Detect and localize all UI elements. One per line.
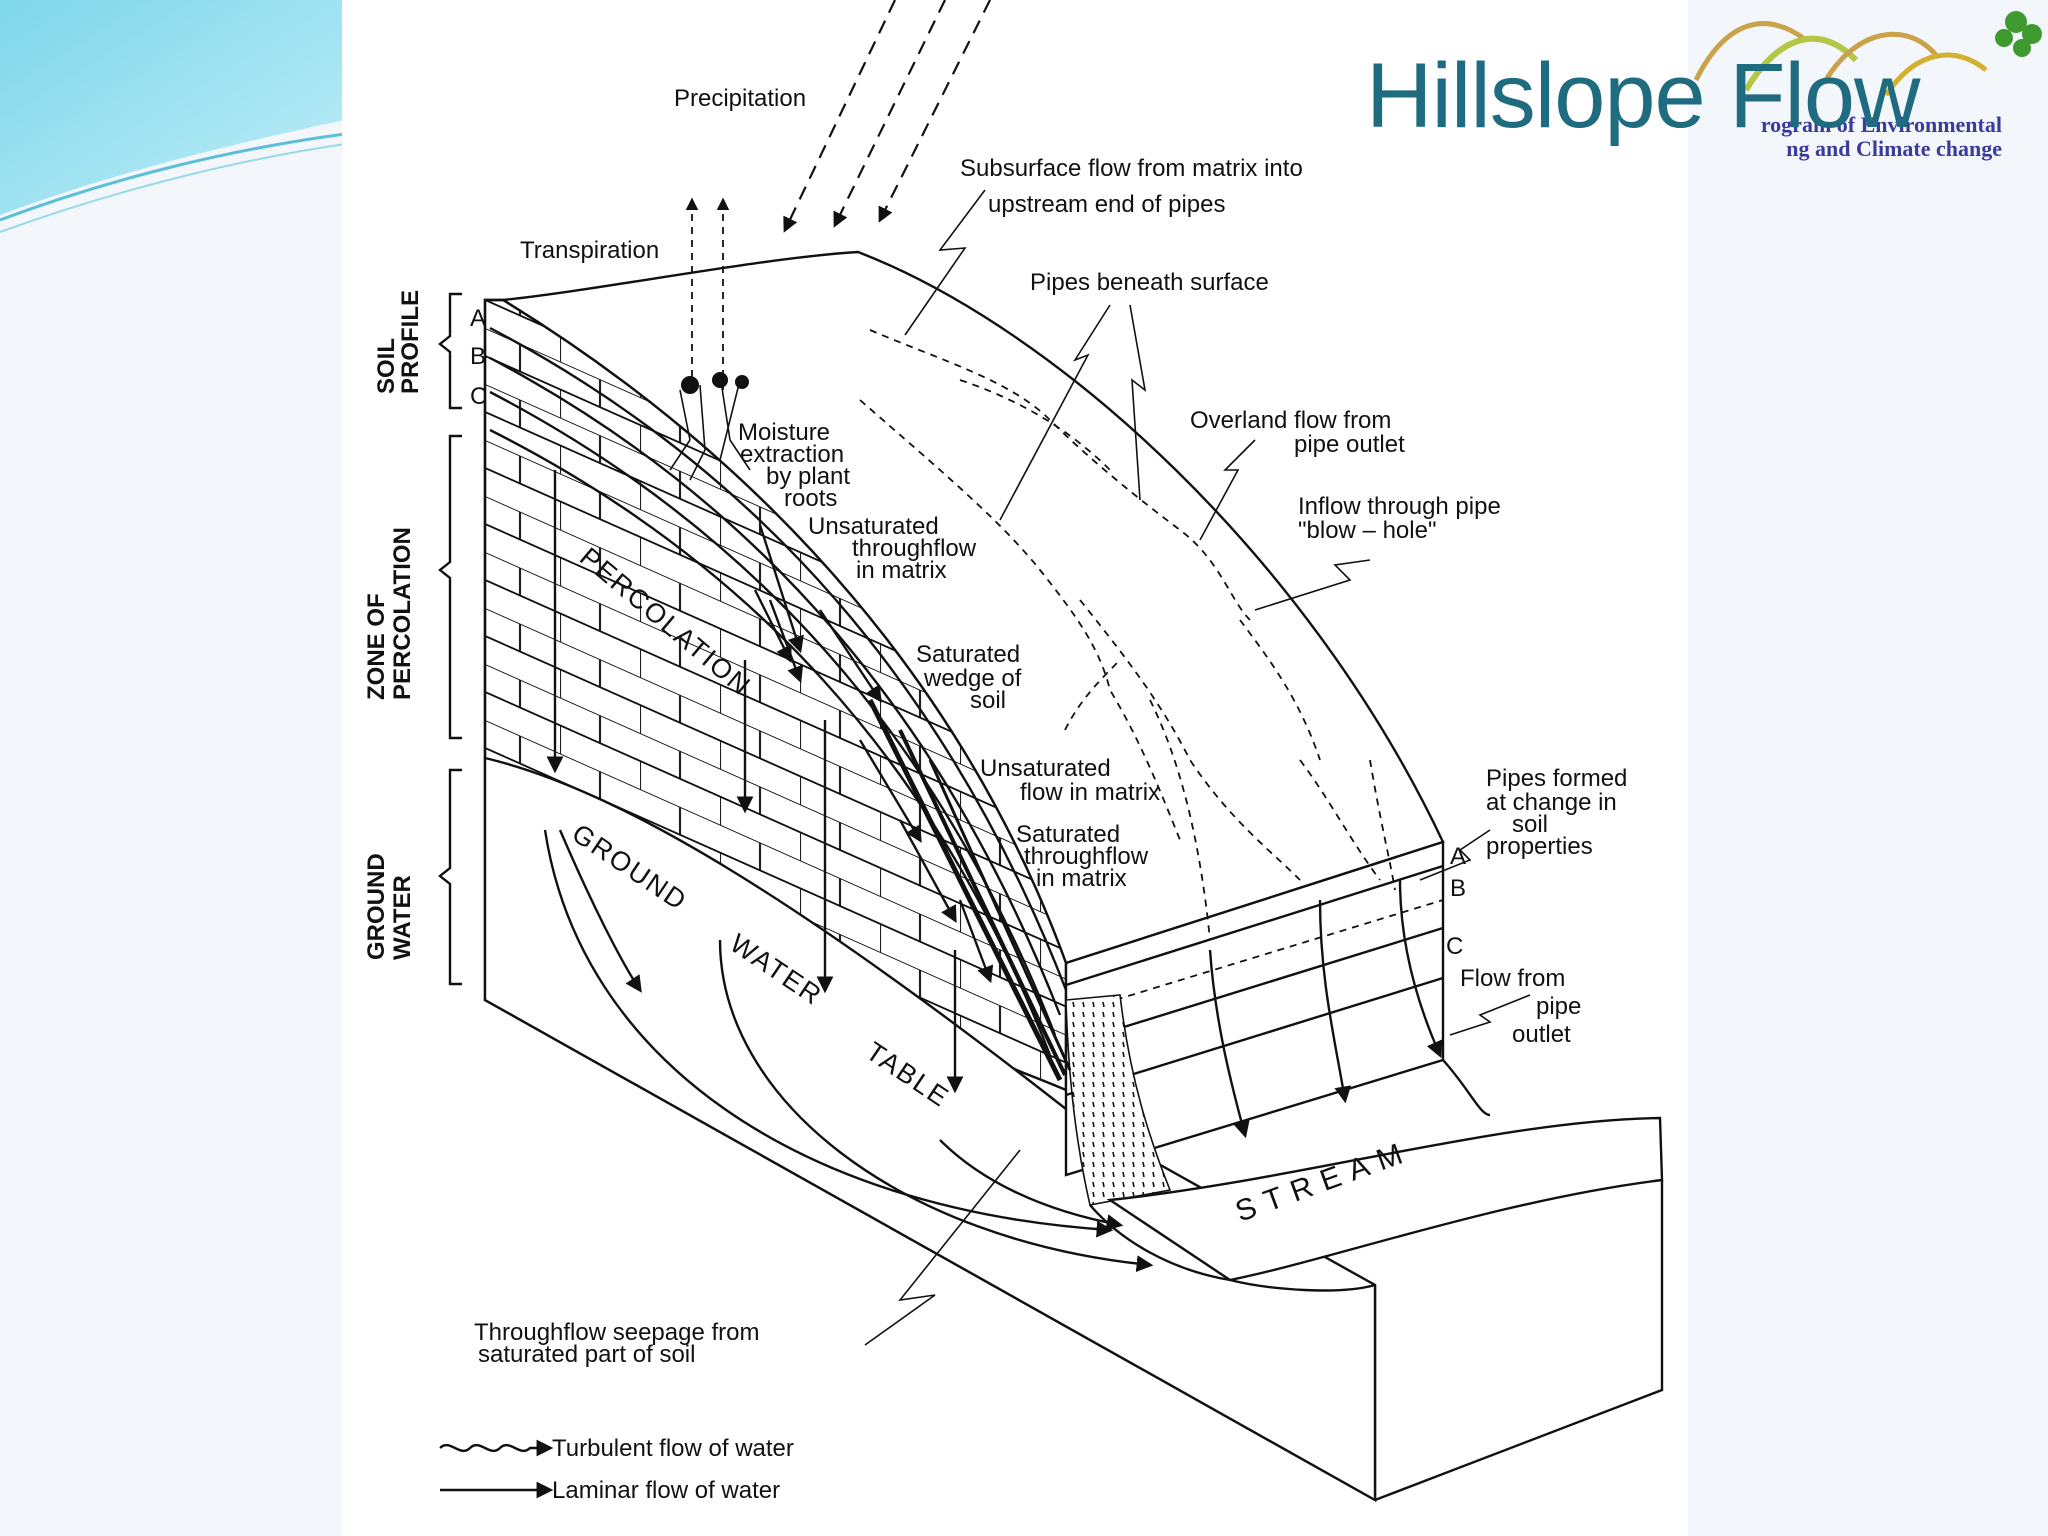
- block-diagram: [483, 250, 1664, 1503]
- label-horizon-c: C: [470, 383, 487, 410]
- zone-brackets: [438, 292, 462, 986]
- label-unsat-flow-2: flow in matrix: [1020, 779, 1160, 806]
- label-right-b: B: [1450, 875, 1466, 902]
- transpiration-arrows: [685, 197, 730, 390]
- label-sat-through-2: throughflow: [1024, 843, 1149, 870]
- plant-roots-icon: [669, 372, 751, 481]
- label-horizon-b: B: [470, 343, 486, 370]
- label-unsat-flow-1: Unsaturated: [980, 755, 1111, 782]
- label-sat-wedge-2: wedge of: [923, 665, 1022, 692]
- label-unsat-through-1: Unsaturated: [808, 513, 939, 540]
- label-pipes-beneath: Pipes beneath surface: [1030, 269, 1269, 296]
- label-pipes-formed-1: Pipes formed: [1486, 765, 1627, 792]
- label-transpiration: Transpiration: [520, 237, 659, 264]
- zone-percolation-1: ZONE OF: [363, 593, 390, 700]
- label-flow-outlet-1: Flow from: [1460, 965, 1565, 992]
- label-right-c: C: [1446, 933, 1463, 960]
- label-sat-through-1: Saturated: [1016, 821, 1120, 848]
- label-unsat-through-2: throughflow: [852, 535, 977, 562]
- label-subsurface-2: upstream end of pipes: [988, 191, 1225, 218]
- legend-turbulent-symbol: [439, 1439, 554, 1457]
- slide-title: Hillslope Flow: [1366, 45, 1920, 147]
- groundwater-flow-arrows: [543, 829, 1154, 1273]
- label-inflow-2: "blow – hole": [1298, 517, 1436, 544]
- legend: Turbulent flow of water Laminar flow of …: [439, 1435, 794, 1504]
- label-overland-2: pipe outlet: [1294, 431, 1405, 458]
- zone-ground-1: GROUND: [363, 853, 390, 960]
- label-right-a: A: [1450, 843, 1466, 870]
- label-flow-outlet-2: pipe: [1536, 993, 1581, 1020]
- label-pipes-formed-4: properties: [1486, 833, 1593, 860]
- zone-ground-2: WATER: [389, 875, 416, 960]
- label-overland-1: Overland flow from: [1190, 407, 1391, 434]
- legend-laminar-label: Laminar flow of water: [552, 1477, 780, 1504]
- label-seepage-2: saturated part of soil: [478, 1341, 695, 1368]
- zone-soil-profile-2: PROFILE: [397, 290, 424, 394]
- zone-percolation-2: PERCOLATION: [389, 527, 416, 700]
- precipitation-arrows: [783, 0, 991, 233]
- logo-graphic: [1693, 11, 2042, 97]
- label-pipes-formed-2: at change in: [1486, 789, 1617, 816]
- organization-logo: rogram of Environmental ng and Climate c…: [1686, 0, 2048, 170]
- label-moisture-3: by plant: [766, 463, 850, 490]
- logo-text-line2: ng and Climate change: [1786, 136, 2002, 161]
- label-unsat-through-3: in matrix: [856, 557, 947, 584]
- label-moisture-2: extraction: [740, 441, 844, 468]
- label-sat-through-3: in matrix: [1036, 865, 1127, 892]
- label-seepage-1: Throughflow seepage from: [474, 1319, 760, 1346]
- label-moisture-4: roots: [784, 485, 837, 512]
- label-flow-outlet-3: outlet: [1512, 1021, 1571, 1048]
- subsurface-pipes: [859, 329, 1396, 941]
- label-precipitation: Precipitation: [674, 85, 806, 112]
- label-pipes-formed-3: soil: [1512, 811, 1548, 838]
- corner-swoosh-decoration: [0, 0, 346, 233]
- throughflow-arrows: [753, 524, 994, 984]
- label-inflow-1: Inflow through pipe: [1298, 493, 1501, 520]
- label-horizon-a: A: [470, 305, 486, 332]
- label-subsurface-1: Subsurface flow from matrix into: [960, 155, 1303, 182]
- legend-turbulent-label: Turbulent flow of water: [552, 1435, 794, 1462]
- label-sat-wedge-3: soil: [970, 687, 1006, 714]
- label-pointers: [864, 189, 1531, 1346]
- percolation-arrows: [546, 470, 964, 1094]
- logo-text-line1: rogram of Environmental: [1760, 112, 2002, 137]
- zone-soil-profile-1: SOIL: [373, 338, 400, 394]
- label-sat-wedge-1: Saturated: [916, 641, 1020, 668]
- pipe-outlet-flows: [1208, 879, 1443, 1139]
- label-moisture-1: Moisture: [738, 419, 830, 446]
